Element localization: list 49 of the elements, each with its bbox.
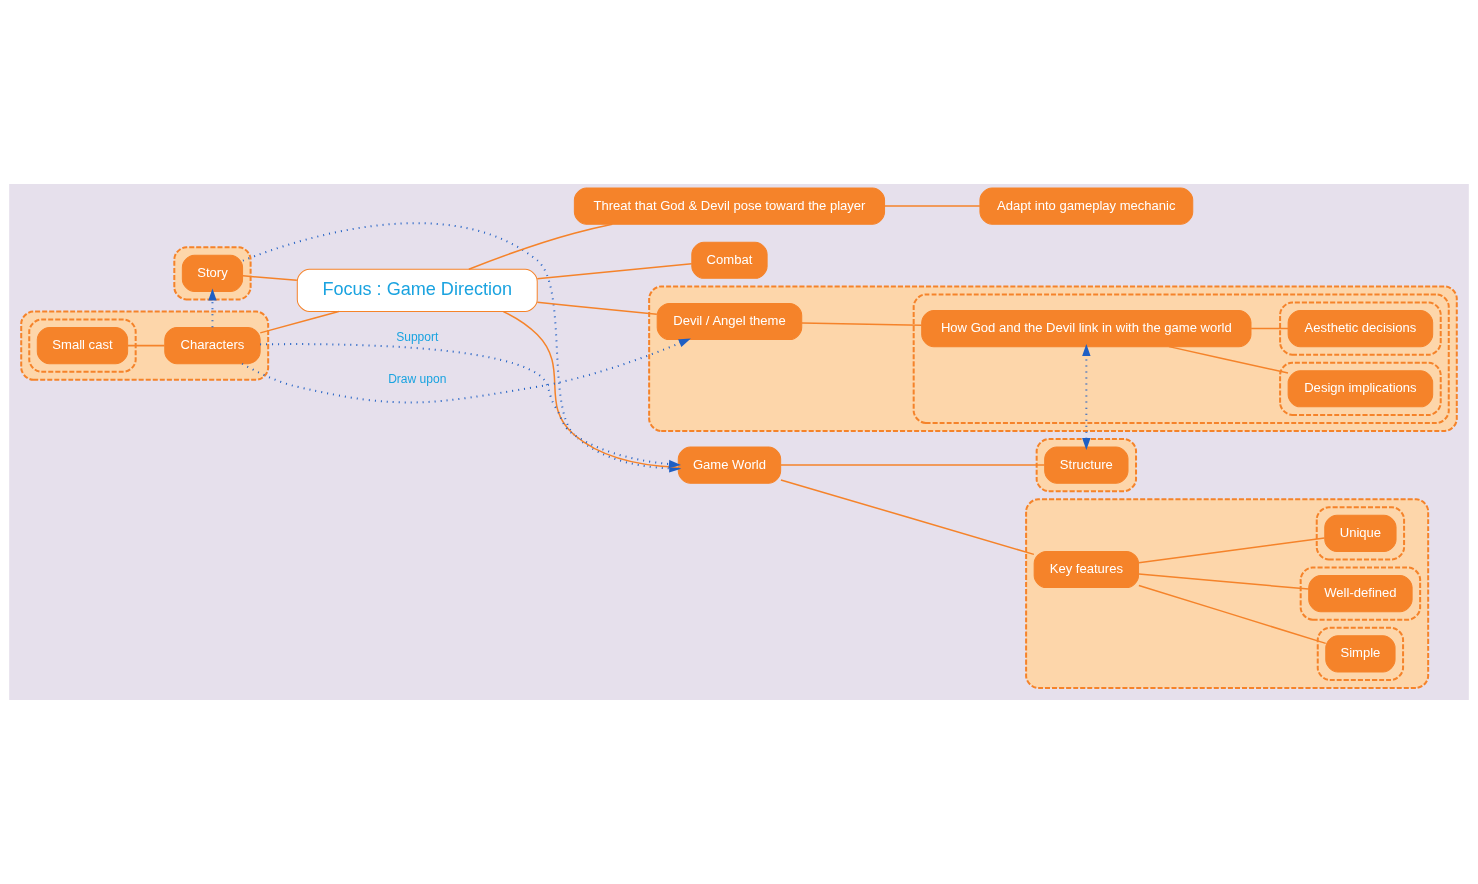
cluster [1315, 506, 1406, 561]
cluster [1025, 498, 1430, 689]
connector [259, 310, 340, 334]
connector [883, 205, 981, 207]
edge-label: Draw upon [388, 372, 447, 387]
connector [127, 344, 166, 347]
node-box: Small cast [36, 327, 129, 365]
cluster [1316, 626, 1405, 681]
node-box: Threat that God & Devil pose toward the player [573, 187, 886, 225]
connector [1250, 327, 1289, 330]
cluster [648, 285, 1458, 432]
connector [1168, 345, 1289, 374]
cluster [1279, 361, 1442, 416]
arrow [260, 343, 681, 469]
node-box: Devil / Angel theme [656, 302, 803, 341]
connector [1138, 537, 1326, 564]
node-box: Story [181, 254, 244, 292]
cluster [1279, 301, 1442, 356]
cluster [28, 318, 137, 373]
arrow [241, 338, 691, 404]
cluster [912, 293, 1450, 424]
node-box: Unique [1324, 514, 1397, 552]
arrow [208, 288, 217, 328]
node-box: Design implications [1287, 370, 1434, 408]
node-box: Key features [1033, 550, 1140, 589]
connector [780, 479, 1035, 556]
connector [468, 223, 614, 271]
connector [780, 464, 1046, 466]
node-box: Simple [1325, 635, 1396, 673]
node-box: Structure [1044, 446, 1129, 484]
connector [242, 275, 298, 282]
node-box: Focus : Game Direction [296, 268, 538, 312]
edge-label: Support [396, 330, 439, 345]
connector [801, 322, 923, 327]
node-box: Characters [164, 327, 261, 365]
cluster [20, 310, 270, 381]
node-box: Game World [677, 446, 782, 484]
cluster [1299, 566, 1422, 621]
node-box: Adapt into gameplay mechanic [979, 187, 1194, 225]
connector [1138, 573, 1310, 590]
connector [536, 301, 658, 316]
connector [536, 263, 693, 280]
connector [502, 310, 679, 469]
connector [1138, 584, 1327, 645]
node-box: How God and the Devil link in with the game world [921, 310, 1252, 348]
node-box: Aesthetic decisions [1287, 310, 1434, 348]
node-box: Combat [691, 241, 768, 279]
node-box: Well-defined [1308, 575, 1413, 613]
arrow [1082, 344, 1091, 450]
